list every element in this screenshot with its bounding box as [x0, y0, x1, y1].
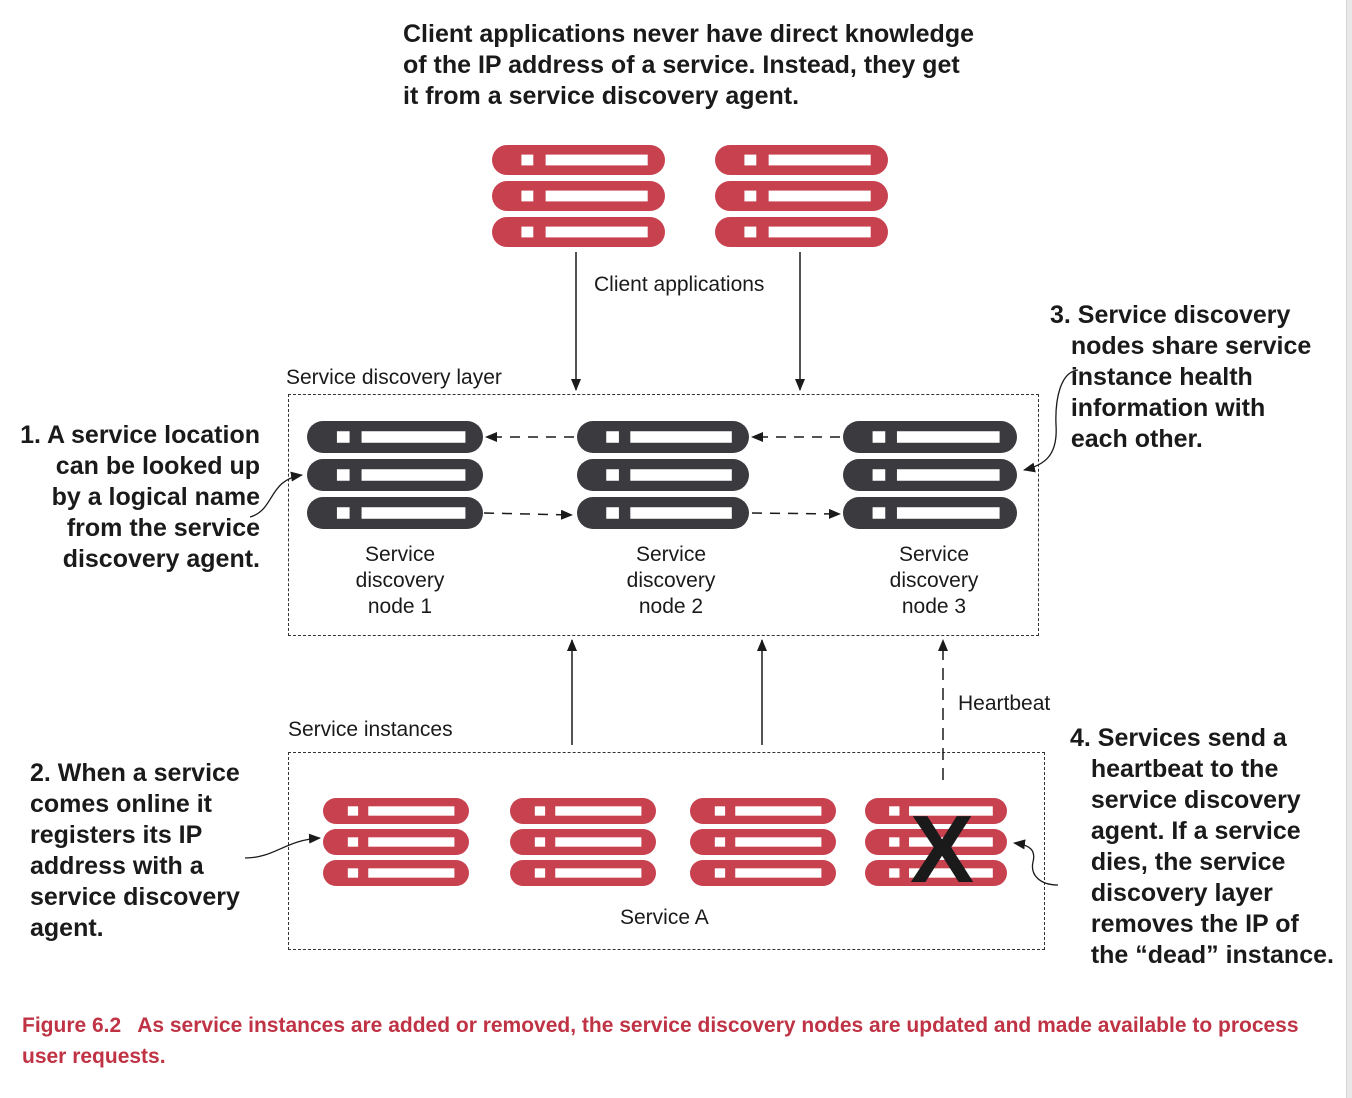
server-unit-slot: [768, 226, 871, 238]
discovery-node-2-icon: [577, 421, 749, 529]
server-unit-light: [889, 837, 900, 847]
service-discovery-layer-label: Service discovery layer: [286, 366, 502, 389]
server-unit-slot: [368, 837, 455, 847]
server-unit-light: [336, 431, 350, 443]
server-unit-slot: [630, 469, 732, 481]
share-arrow-2-to-3: [751, 508, 841, 519]
server-unit-slot: [630, 507, 732, 519]
server-unit-light: [744, 226, 757, 238]
server-unit-slot: [368, 868, 455, 878]
server-unit-slot: [361, 469, 466, 481]
server-unit-slot: [896, 431, 1000, 443]
service-instance-icon: [510, 798, 656, 886]
server-unit-slot: [368, 806, 455, 816]
server-unit-light: [336, 469, 350, 481]
server-unit-light: [872, 431, 886, 443]
server-unit-light: [714, 806, 726, 816]
discovery-node-1-icon: [307, 421, 483, 529]
server-unit-light: [872, 507, 886, 519]
note-step-1: 1. A service location can be looked up b…: [20, 421, 260, 573]
share-arrow-1-to-2: [483, 509, 573, 520]
page-edge: [1346, 0, 1352, 1098]
client-server-icon: [715, 145, 888, 247]
client-applications-label: Client applications: [594, 273, 765, 296]
server-unit-light: [606, 431, 619, 443]
server-unit-slot: [735, 806, 822, 816]
server-unit-light: [714, 868, 726, 878]
server-unit-slot: [555, 868, 642, 878]
server-unit-slot: [896, 469, 1000, 481]
callout-step-2: [244, 833, 321, 859]
server-unit-light: [347, 837, 359, 847]
server-unit-light: [744, 154, 757, 166]
server-unit-light: [889, 868, 900, 878]
service-a-label: Service A: [620, 906, 709, 929]
server-unit-light: [347, 868, 359, 878]
note-top: Client applications never have direct kn…: [403, 20, 974, 110]
note-step-2: 2. When a service comes online it regist…: [30, 759, 240, 942]
server-unit-slot: [555, 837, 642, 847]
server-unit-slot: [735, 868, 822, 878]
server-unit-slot: [768, 154, 871, 166]
dead-service-instance-icon: [865, 798, 1007, 886]
server-unit-slot: [545, 154, 648, 166]
server-unit-slot: [909, 806, 993, 816]
service-instances-box: [288, 752, 1045, 950]
server-unit-slot: [630, 431, 732, 443]
note-step-3: 3. Service discovery nodes share service…: [1050, 301, 1312, 453]
service-instances-label: Service instances: [288, 718, 453, 741]
server-unit-slot: [555, 806, 642, 816]
server-unit-light: [606, 507, 619, 519]
server-unit-light: [872, 469, 886, 481]
server-unit-slot: [909, 868, 993, 878]
server-unit-light: [521, 226, 534, 238]
server-unit-light: [347, 806, 359, 816]
heartbeat-label: Heartbeat: [958, 692, 1051, 715]
server-unit-slot: [545, 226, 648, 238]
service-instance-icon: [690, 798, 836, 886]
server-unit-slot: [909, 837, 993, 847]
server-unit-light: [714, 837, 726, 847]
node-2-label: Service discovery node 2: [626, 543, 716, 618]
callout-step-3: [1023, 369, 1079, 473]
node-3-label: Service discovery node 3: [889, 543, 979, 618]
server-unit-light: [534, 868, 546, 878]
server-unit-slot: [768, 190, 871, 202]
server-unit-light: [534, 837, 546, 847]
service-instance-icon: [323, 798, 469, 886]
server-unit-slot: [361, 431, 466, 443]
server-unit-light: [744, 190, 757, 202]
node-1-label: Service discovery node 1: [355, 543, 445, 618]
service-discovery-layer-box: [288, 394, 1039, 636]
server-unit-light: [889, 806, 900, 816]
figure-caption-text: As service instances are added or remove…: [22, 1014, 1299, 1068]
server-unit-slot: [361, 507, 466, 519]
server-unit-light: [521, 190, 534, 202]
client-server-icon: [492, 145, 665, 247]
server-unit-light: [534, 806, 546, 816]
server-unit-slot: [896, 507, 1000, 519]
server-unit-slot: [545, 190, 648, 202]
callout-step-1: [249, 471, 303, 518]
server-unit-slot: [735, 837, 822, 847]
server-unit-light: [606, 469, 619, 481]
callout-step-4: [1013, 839, 1059, 886]
figure-number: Figure 6.2: [22, 1014, 122, 1037]
discovery-node-3-icon: [843, 421, 1017, 529]
note-step-4: 4. Services send a heartbeat to the serv…: [1070, 724, 1334, 969]
dead-instance-x-icon: X: [910, 796, 974, 903]
server-unit-light: [521, 154, 534, 166]
server-unit-light: [336, 507, 350, 519]
